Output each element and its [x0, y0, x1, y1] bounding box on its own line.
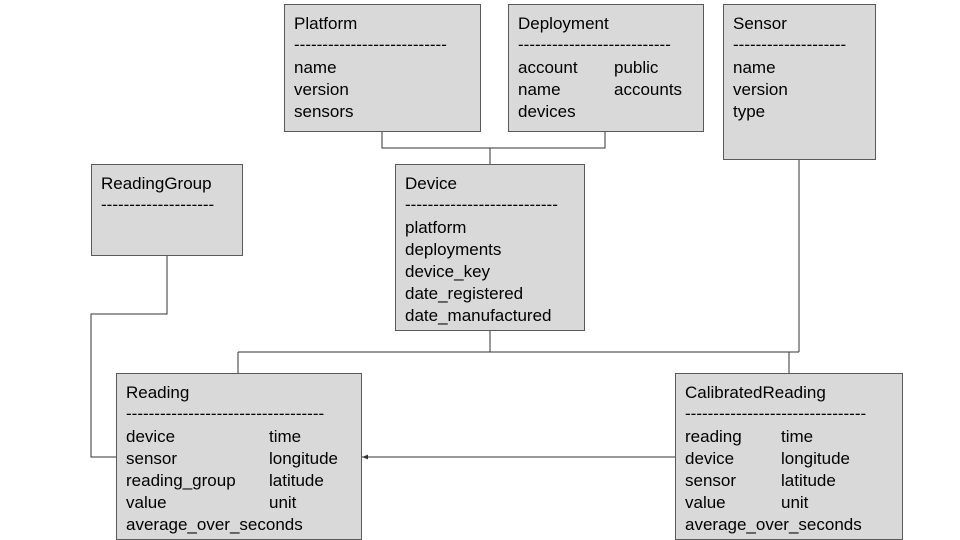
- field-name: name: [733, 58, 776, 77]
- field-average-over-seconds: average_over_seconds: [685, 515, 862, 534]
- field-type: type: [733, 102, 766, 121]
- entity-separator: ---------------------------: [294, 35, 447, 54]
- field-column: public accounts: [614, 57, 682, 123]
- readinggroup-reading-link: [90, 256, 168, 458]
- field-platform: platform: [405, 218, 467, 237]
- entity-separator: ---------------------------: [518, 35, 671, 54]
- field-device: device: [685, 449, 735, 468]
- field-time: time: [269, 427, 302, 446]
- field-date-manufactured: date_manufactured: [405, 306, 552, 325]
- entity-separator: --------------------: [101, 195, 215, 214]
- field-unit: unit: [269, 493, 297, 512]
- entity-separator: --------------------------------: [685, 404, 867, 423]
- entity-separator: --------------------: [733, 35, 847, 54]
- device-entity: Device --------------------------- platf…: [395, 164, 585, 331]
- field-time: time: [781, 427, 814, 446]
- field-column: time longitude latitude unit: [781, 426, 850, 514]
- field-reading-group: reading_group: [126, 471, 236, 490]
- field-column: device sensor reading_group value: [126, 426, 269, 514]
- field-average-over-seconds: average_over_seconds: [126, 515, 303, 534]
- field-column: time longitude latitude unit: [269, 426, 338, 514]
- field-accounts: accounts: [614, 80, 683, 99]
- reading-entity: Reading --------------------------------…: [116, 373, 362, 540]
- field-account: account: [518, 58, 578, 77]
- field-date-registered: date_registered: [405, 284, 524, 303]
- entity-title: Platform: [294, 14, 358, 33]
- field-latitude: latitude: [781, 471, 836, 490]
- field-version: version: [294, 80, 349, 99]
- field-column: name version type: [733, 57, 788, 123]
- field-value: value: [126, 493, 167, 512]
- platform-entity: Platform --------------------------- nam…: [284, 4, 481, 132]
- field-name: name: [518, 80, 561, 99]
- field-sensor: sensor: [126, 449, 178, 468]
- field-device-key: device_key: [405, 262, 491, 281]
- entity-title: Deployment: [518, 14, 609, 33]
- field-column: account name devices: [518, 57, 614, 123]
- platform-device-link: [381, 132, 606, 149]
- entity-title: Device: [405, 174, 457, 193]
- field-column: name version sensors: [294, 57, 354, 123]
- entity-separator: ---------------------------: [405, 195, 558, 214]
- calibratedreading-entity: CalibratedReading ----------------------…: [675, 373, 903, 540]
- field-devices: devices: [518, 102, 576, 121]
- field-longitude: longitude: [269, 449, 339, 468]
- field-device: device: [126, 427, 176, 446]
- field-value: value: [685, 493, 726, 512]
- readinggroup-entity: ReadingGroup --------------------: [91, 164, 243, 256]
- field-deployments: deployments: [405, 240, 502, 259]
- field-name: name: [294, 58, 337, 77]
- entity-separator: -----------------------------------: [126, 404, 325, 423]
- field-column: reading device sensor value: [685, 426, 781, 514]
- field-latitude: latitude: [269, 471, 324, 490]
- field-longitude: longitude: [781, 449, 851, 468]
- field-version: version: [733, 80, 788, 99]
- sensor-entity: Sensor -------------------- name version…: [723, 4, 876, 160]
- entity-title: ReadingGroup: [101, 174, 212, 193]
- field-sensors: sensors: [294, 102, 354, 121]
- field-public: public: [614, 58, 659, 77]
- field-sensor: sensor: [685, 471, 737, 490]
- entity-title: Reading: [126, 383, 190, 402]
- entity-title: CalibratedReading: [685, 383, 826, 402]
- deployment-entity: Deployment --------------------------- a…: [508, 4, 704, 132]
- field-reading: reading: [685, 427, 742, 446]
- field-unit: unit: [781, 493, 809, 512]
- field-column: platform deployments device_key date_reg…: [405, 217, 552, 327]
- entity-title: Sensor: [733, 14, 787, 33]
